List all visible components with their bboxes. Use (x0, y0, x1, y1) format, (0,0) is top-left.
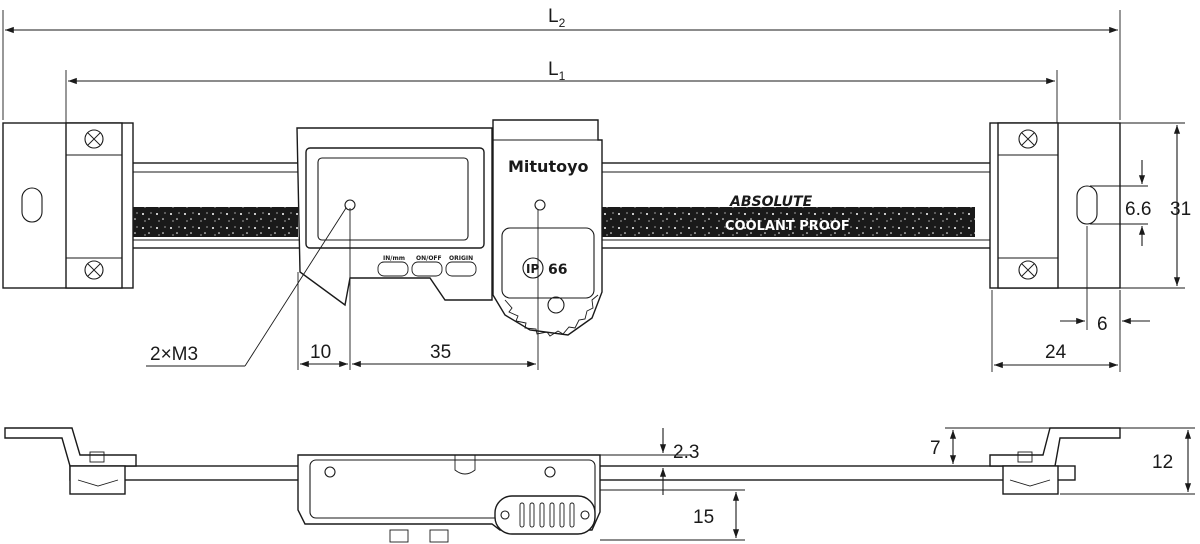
dim-31-label: 31 (1170, 199, 1191, 220)
l2-label: L2 (548, 6, 566, 30)
display-head: IN/mm ON/OFF ORIGIN (296, 127, 493, 307)
encoder-head: Mitutoyo IP 66 (492, 119, 603, 337)
dim-10-label: 10 (310, 342, 331, 363)
left-end-bracket (2, 122, 134, 289)
thread-callout: 2×M3 (146, 207, 347, 367)
dim-12-label: 12 (1152, 452, 1173, 473)
dimension-31: 31 (1120, 122, 1191, 289)
dim-15-label: 15 (693, 507, 714, 528)
dim-24-label: 24 (1045, 342, 1067, 363)
dimension-24: 24 (991, 290, 1121, 372)
dimension-6: 6 (1060, 226, 1150, 335)
side-view (4, 427, 1121, 543)
dim-6-label: 6 (1097, 314, 1108, 335)
right-end-bracket (989, 122, 1121, 289)
coolant-proof-marking: COOLANT PROOF (725, 219, 850, 234)
dimension-12: 12 (1060, 427, 1195, 495)
svg-text:IP: IP (526, 262, 539, 276)
dim-35-label: 35 (430, 342, 451, 363)
dimension-6-6: 6.6 (1090, 160, 1151, 246)
l1-label: L1 (548, 59, 566, 83)
thread-label: 2×M3 (150, 344, 198, 365)
svg-text:ORIGIN: ORIGIN (449, 255, 473, 262)
dim-6-6-label: 6.6 (1125, 199, 1151, 220)
button-row: IN/mm ON/OFF ORIGIN (377, 255, 477, 277)
dim-2-3-label: 2.3 (673, 442, 699, 463)
dimension-2-3: 2.3 (600, 428, 1075, 495)
svg-text:ON/OFF: ON/OFF (416, 255, 442, 262)
dim-7-label: 7 (930, 438, 941, 459)
dimension-l2: L2 (2, 6, 1121, 120)
lcd-window (317, 157, 469, 241)
svg-text:66: 66 (548, 262, 567, 278)
dimension-10-35: 10 35 (297, 208, 539, 370)
svg-text:IN/mm: IN/mm (383, 255, 405, 262)
absolute-marking: ABSOLUTE (729, 194, 813, 210)
mount-hole-right (534, 199, 546, 211)
brand-logo: Mitutoyo (508, 157, 589, 176)
dimension-15: 15 (600, 489, 745, 541)
dimension-7: 7 (930, 427, 1050, 464)
